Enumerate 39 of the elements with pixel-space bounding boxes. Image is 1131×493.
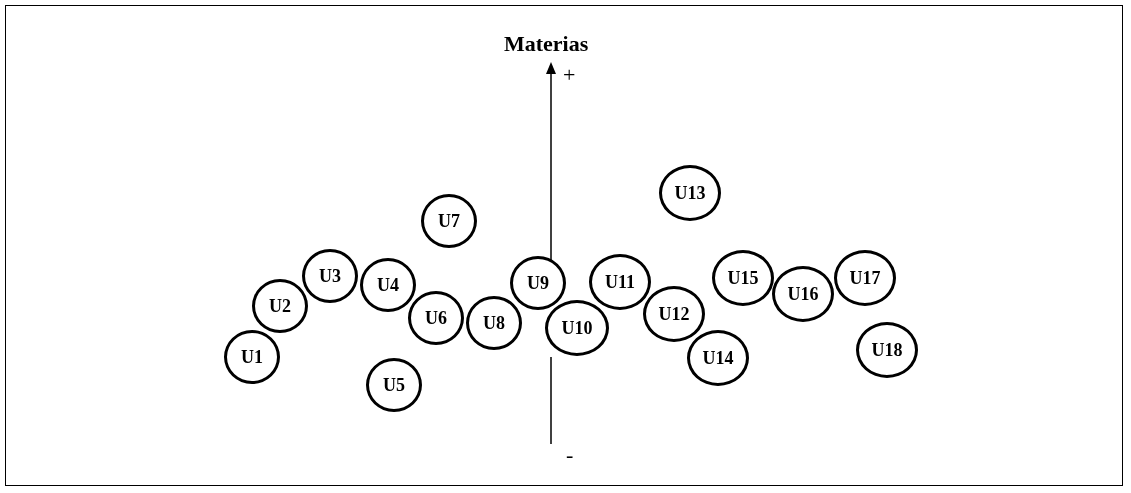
unit-circle bbox=[659, 165, 721, 221]
minus-sign: - bbox=[566, 444, 574, 466]
node-label: U11 bbox=[605, 271, 635, 293]
node-label: U8 bbox=[483, 312, 505, 334]
node-label: U1 bbox=[241, 346, 263, 368]
node-label: U13 bbox=[674, 182, 706, 204]
unit-circle bbox=[302, 249, 358, 303]
unit-circle bbox=[687, 330, 749, 386]
node-label: U3 bbox=[319, 265, 341, 287]
unit-circle bbox=[856, 322, 918, 378]
node-label: U17 bbox=[849, 267, 881, 289]
unit-circle bbox=[252, 279, 308, 333]
unit-circle bbox=[834, 250, 896, 306]
unit-circle bbox=[224, 330, 280, 384]
node-label: U12 bbox=[658, 303, 690, 325]
unit-circle bbox=[772, 266, 834, 322]
unit-circle bbox=[466, 296, 522, 350]
node-label: U7 bbox=[438, 210, 460, 232]
unit-circle bbox=[643, 286, 705, 342]
node-label: U15 bbox=[727, 267, 759, 289]
node-label: U6 bbox=[425, 307, 447, 329]
unit-circle bbox=[545, 300, 609, 356]
unit-circle bbox=[366, 358, 422, 412]
unit-circle bbox=[510, 256, 566, 310]
unit-circle bbox=[360, 258, 416, 312]
unit-circle bbox=[589, 254, 651, 310]
node-label: U4 bbox=[377, 274, 399, 296]
node-label: U5 bbox=[383, 374, 405, 396]
node-label: U18 bbox=[871, 339, 903, 361]
node-label: U2 bbox=[269, 295, 291, 317]
node-label: U9 bbox=[527, 272, 549, 294]
node-label: U16 bbox=[787, 283, 819, 305]
node-label: U14 bbox=[702, 347, 734, 369]
axis-title: Materias bbox=[504, 33, 589, 55]
unit-circle bbox=[408, 291, 464, 345]
unit-circle bbox=[421, 194, 477, 248]
node-label: U10 bbox=[561, 317, 593, 339]
plus-sign: + bbox=[563, 64, 576, 86]
unit-circle bbox=[712, 250, 774, 306]
